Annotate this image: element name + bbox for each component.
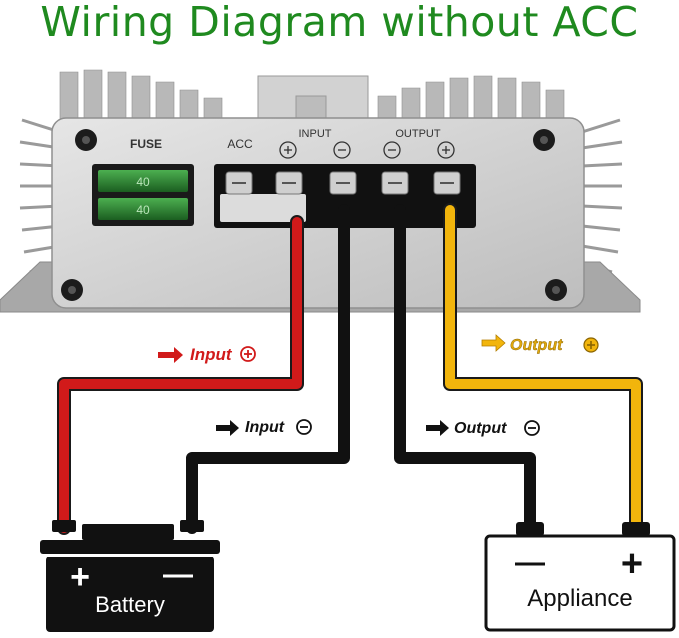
label-input-positive: Input bbox=[158, 345, 256, 364]
diagram-title: Wiring Diagram without ACC bbox=[40, 0, 639, 46]
battery-plus: + bbox=[70, 558, 90, 596]
svg-text:Output: Output bbox=[454, 420, 507, 437]
corner-screws bbox=[61, 129, 567, 301]
fuse-label: FUSE bbox=[130, 137, 162, 151]
fuse-rating-1: 40 bbox=[136, 175, 150, 189]
appliance: — + Appliance bbox=[484, 522, 676, 632]
terminal-block bbox=[214, 164, 476, 228]
label-input-negative: Input bbox=[216, 419, 312, 436]
label-output-positive: Output bbox=[481, 334, 599, 354]
battery-minus: — bbox=[163, 558, 193, 591]
svg-text:Input: Input bbox=[245, 419, 285, 436]
label-output-negative: Output bbox=[426, 420, 540, 437]
fuse-holder: 40 40 bbox=[92, 164, 194, 226]
polarity-symbols bbox=[279, 141, 455, 159]
fuse-rating-2: 40 bbox=[136, 203, 150, 217]
battery: + — Battery bbox=[40, 520, 220, 632]
input-label: INPUT bbox=[299, 128, 332, 140]
svg-text:Input: Input bbox=[190, 345, 233, 364]
acc-label: ACC bbox=[227, 137, 253, 151]
appliance-label: Appliance bbox=[527, 585, 632, 612]
appliance-minus: — bbox=[515, 546, 545, 579]
wire-input-negative bbox=[186, 204, 350, 534]
appliance-plus: + bbox=[621, 543, 643, 585]
battery-label: Battery bbox=[95, 592, 165, 617]
svg-text:Output: Output bbox=[510, 337, 563, 354]
output-label: OUTPUT bbox=[395, 128, 441, 140]
wire-output-negative bbox=[394, 204, 536, 534]
